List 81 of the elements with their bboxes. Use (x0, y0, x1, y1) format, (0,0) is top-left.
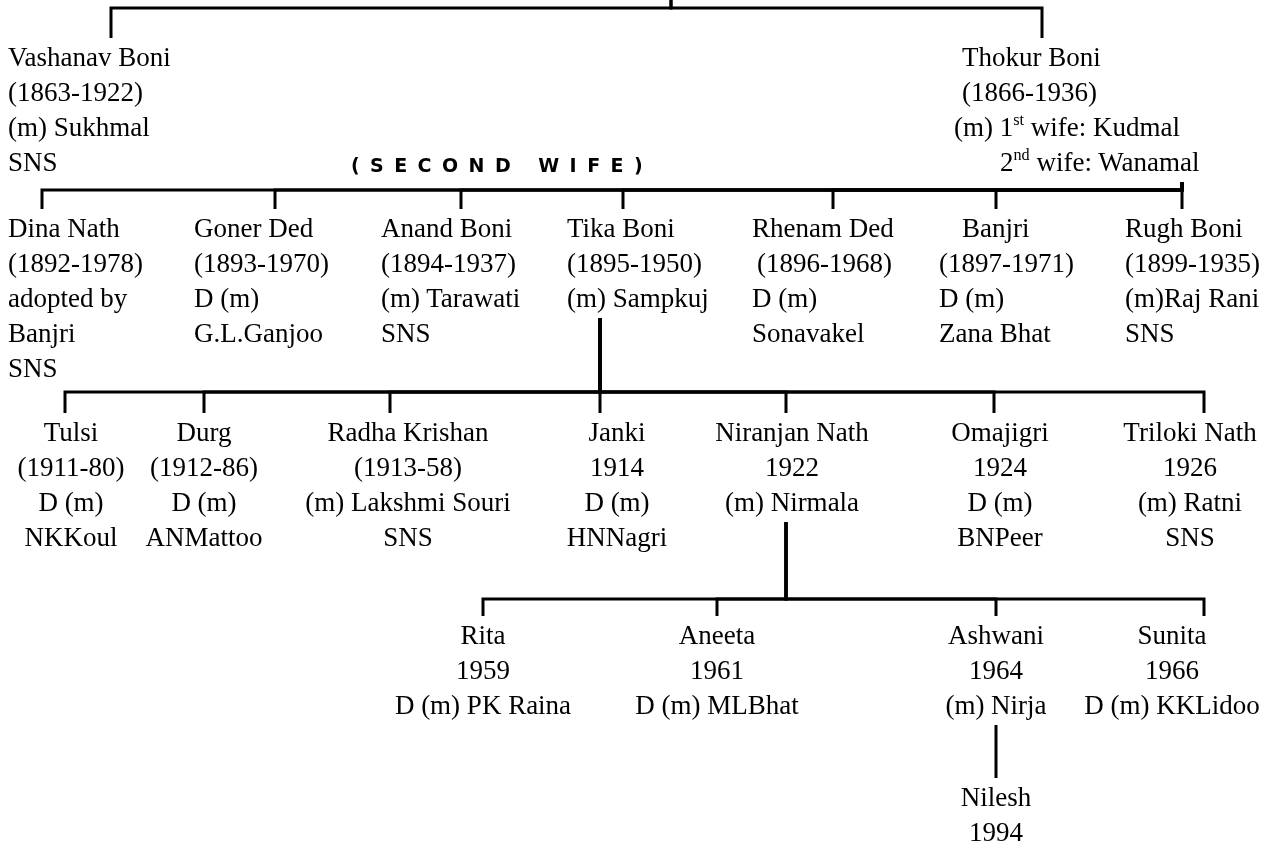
person-detail: (1897-1971) (939, 247, 1074, 280)
person-detail: (1896-1968) (756, 247, 893, 280)
person-detail: (m) Lakshmi Souri (305, 486, 511, 519)
person-detail: (1893-1970) (194, 247, 329, 280)
person-name: Rhenam Ded (752, 212, 894, 245)
person-detail: SNS (381, 317, 432, 350)
person-detail: (1866-1936) (961, 76, 1098, 109)
person-name: Janki (587, 416, 647, 449)
person-name: Omajigri (951, 416, 1049, 449)
person-detail: HNNagri (566, 521, 668, 554)
person-detail: (1911-80) (17, 451, 125, 484)
person-detail: SNS (8, 146, 59, 179)
person-detail: 1959 (455, 654, 511, 687)
person-detail: 1961 (689, 654, 745, 687)
person-detail: 1926 (1162, 451, 1218, 484)
family-tree-line (598, 318, 1206, 413)
person-detail: ANMattoo (145, 521, 263, 554)
family-tree-line (784, 522, 1206, 616)
person-detail: SNS (1164, 521, 1216, 554)
person-detail: G.L.Ganjoo (194, 317, 324, 350)
person-detail: D (m) PK Raina (394, 689, 572, 722)
person-name: Goner Ded (194, 212, 315, 245)
person-detail: 1994 (968, 816, 1024, 849)
person-name: Tulsi (42, 416, 100, 449)
person-name: Thokur Boni (961, 41, 1102, 74)
person-name: Dina Nath (8, 212, 121, 245)
person-detail: D (m) (170, 486, 238, 519)
person-detail: (m) 1$^{st}$ wife: Kudmal (954, 110, 1181, 144)
person-detail: 1966 (1144, 654, 1200, 687)
person-detail: adopted by Banjri (8, 282, 129, 350)
person-name: Rugh Boni (1125, 212, 1244, 245)
person-name: Banjri (961, 212, 1031, 245)
family-tree-line (994, 725, 998, 778)
person-detail: (1894-1937) (381, 247, 517, 280)
person-detail: D (m) (939, 282, 1006, 315)
person-name: Tika Boni (567, 212, 676, 245)
person-name: Ashwani (947, 619, 1045, 652)
person-detail: SNS (1125, 317, 1176, 350)
person-name: Niranjan Nath (715, 416, 869, 449)
person-detail: 2$^{nd}$ wife: Wanamal (999, 145, 1200, 179)
person-detail: D (m) (966, 486, 1034, 519)
person-detail: (m)Raj Rani (1125, 282, 1260, 315)
person-detail: (1863-1922) (8, 76, 144, 109)
section-note: (SECOND WIFE) (350, 153, 654, 178)
person-name: Vashanav Boni (8, 41, 171, 74)
person-detail: Zana Bhat (939, 317, 1052, 350)
person-detail: (1892-1978) (8, 247, 144, 280)
person-name: Radha Krishan (326, 416, 490, 449)
person-detail: (m) Nirmala (723, 486, 861, 519)
person-name: Nilesh (960, 781, 1032, 814)
person-name: Durg (175, 416, 233, 449)
person-detail: NKKoul (23, 521, 119, 554)
person-detail: D (m) (37, 486, 105, 519)
person-detail: (m) Nirja (945, 689, 1047, 722)
person-detail: (m) Sampkuj (567, 282, 709, 315)
person-detail: 1914 (589, 451, 645, 484)
person-name: Aneeta (677, 619, 757, 652)
person-detail: D (m) KKLidoo (1084, 689, 1260, 722)
person-detail: Sonavakel (752, 317, 866, 350)
person-detail: (1912-86) (149, 451, 259, 484)
person-detail: 1922 (764, 451, 820, 484)
person-detail: D (m) MLBhat (635, 689, 799, 722)
person-detail: SNS (8, 352, 59, 385)
person-detail: 1964 (968, 654, 1024, 687)
person-detail: (m) Ratni (1136, 486, 1244, 519)
person-detail: (m) Sukhmal (8, 111, 151, 144)
person-detail: 1924 (972, 451, 1028, 484)
person-name: Anand Boni (381, 212, 514, 245)
person-detail: BNPeer (956, 521, 1044, 554)
person-name: Triloki Nath (1123, 416, 1257, 449)
person-detail: D (m) (752, 282, 819, 315)
person-detail: (1913-58) (353, 451, 463, 484)
person-name: Rita (459, 619, 507, 652)
person-detail: SNS (382, 521, 434, 554)
person-detail: D (m) (194, 282, 261, 315)
person-name: Sunita (1136, 619, 1208, 652)
person-detail: (1899-1935) (1125, 247, 1260, 280)
family-tree-line (669, 0, 1044, 38)
person-detail: (1895-1950) (567, 247, 703, 280)
person-detail: (m) Tarawati (381, 282, 521, 315)
person-detail: D (m) (583, 486, 651, 519)
